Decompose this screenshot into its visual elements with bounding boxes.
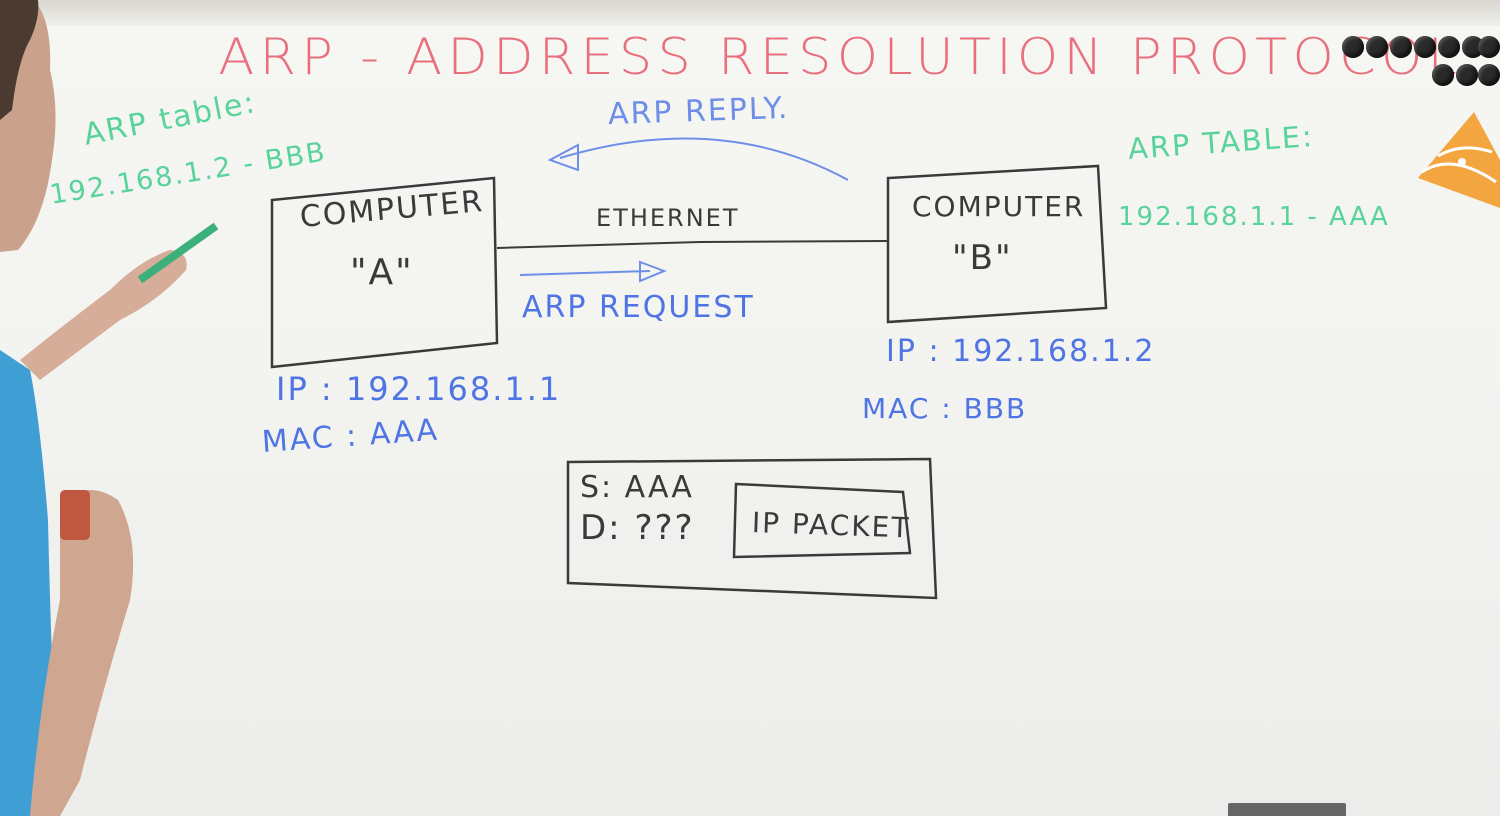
computer-b-name: "B" [952,238,1013,278]
right-arp-table-entry: 192.168.1.1 - AAA [1118,202,1390,232]
whiteboard-top-edge [0,0,1500,26]
board-magnets [1330,36,1500,96]
arp-reply-arrow [559,137,849,181]
frame-destination: D: ??? [580,508,695,548]
arp-reply-label: ARP REPLY. [607,90,790,133]
computer-b-mac: MAC : BBB [862,392,1028,425]
ip-packet-label: IP PACKET [751,506,911,545]
computer-b-ip: IP : 192.168.1.2 [886,334,1156,369]
board-title: ARP - ADDRESS RESOLUTION PROTOCOL [218,28,1463,86]
frame-source: S: AAA [580,470,694,505]
ethernet-line [496,240,889,249]
arp-request-arrow [519,270,651,276]
marker-tray [1228,803,1346,816]
computer-b-box [886,164,1108,324]
ethernet-label: ETHERNET [596,204,740,232]
frame-box [566,457,938,600]
channel-logo-icon [1418,112,1500,208]
computer-a-name: "A" [350,252,414,293]
arp-reply-arrowhead [547,143,579,172]
arp-request-label: ARP REQUEST [522,290,755,325]
computer-a-box [270,176,499,369]
computer-a-ip: IP : 192.168.1.1 [276,370,562,408]
arp-request-arrowhead [639,260,667,283]
computer-b-title: COMPUTER [912,190,1086,223]
ip-packet-box [732,482,912,559]
